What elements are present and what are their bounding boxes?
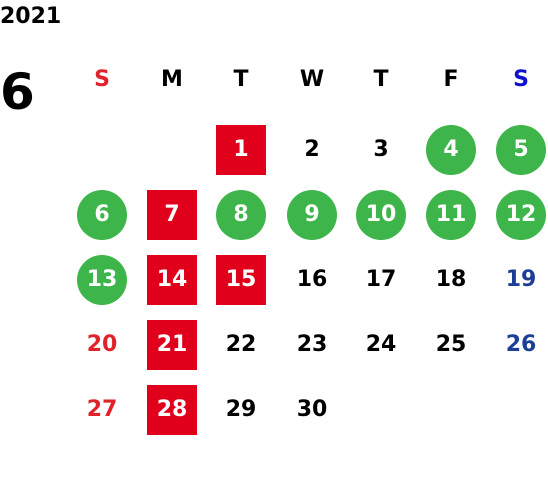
day-cell[interactable]: 16 bbox=[296, 267, 328, 292]
day-cell-highlighted[interactable]: 8 bbox=[216, 190, 266, 240]
day-cell[interactable]: 30 bbox=[296, 397, 328, 422]
day-cell-marked[interactable]: 28 bbox=[147, 385, 197, 435]
day-cell[interactable]: 20 bbox=[86, 332, 118, 357]
day-cell[interactable]: 23 bbox=[296, 332, 328, 357]
day-cell[interactable]: 24 bbox=[365, 332, 397, 357]
weekday-label: M bbox=[161, 67, 183, 92]
day-cell-marked[interactable]: 21 bbox=[147, 320, 197, 370]
day-cell[interactable]: 18 bbox=[435, 267, 467, 292]
day-cell-highlighted[interactable]: 4 bbox=[426, 125, 476, 175]
day-cell-marked[interactable]: 14 bbox=[147, 255, 197, 305]
day-cell-highlighted[interactable]: 12 bbox=[496, 190, 546, 240]
day-cell[interactable]: 2 bbox=[304, 137, 320, 162]
day-cell-highlighted[interactable]: 11 bbox=[426, 190, 476, 240]
weekday-label: S bbox=[94, 67, 110, 92]
day-cell-highlighted[interactable]: 10 bbox=[356, 190, 406, 240]
day-cell[interactable]: 27 bbox=[86, 397, 118, 422]
calendar-year: 2021 bbox=[0, 4, 62, 29]
weekday-label: S bbox=[513, 67, 529, 92]
weekday-label: F bbox=[443, 67, 459, 92]
day-cell-marked[interactable]: 1 bbox=[216, 125, 266, 175]
day-cell-marked[interactable]: 7 bbox=[147, 190, 197, 240]
weekday-label: T bbox=[233, 67, 249, 92]
day-cell[interactable]: 29 bbox=[225, 397, 257, 422]
day-cell[interactable]: 26 bbox=[505, 332, 537, 357]
day-cell[interactable]: 3 bbox=[373, 137, 389, 162]
day-cell-highlighted[interactable]: 5 bbox=[496, 125, 546, 175]
calendar-month: 6 bbox=[0, 63, 35, 121]
weekday-label: T bbox=[373, 67, 389, 92]
weekday-label: W bbox=[299, 67, 325, 92]
day-cell[interactable]: 17 bbox=[365, 267, 397, 292]
day-cell-highlighted[interactable]: 6 bbox=[77, 190, 127, 240]
day-cell-highlighted[interactable]: 13 bbox=[77, 255, 127, 305]
day-cell-marked[interactable]: 15 bbox=[216, 255, 266, 305]
day-cell-highlighted[interactable]: 9 bbox=[287, 190, 337, 240]
day-cell[interactable]: 22 bbox=[225, 332, 257, 357]
day-cell[interactable]: 19 bbox=[505, 267, 537, 292]
day-cell[interactable]: 25 bbox=[435, 332, 467, 357]
